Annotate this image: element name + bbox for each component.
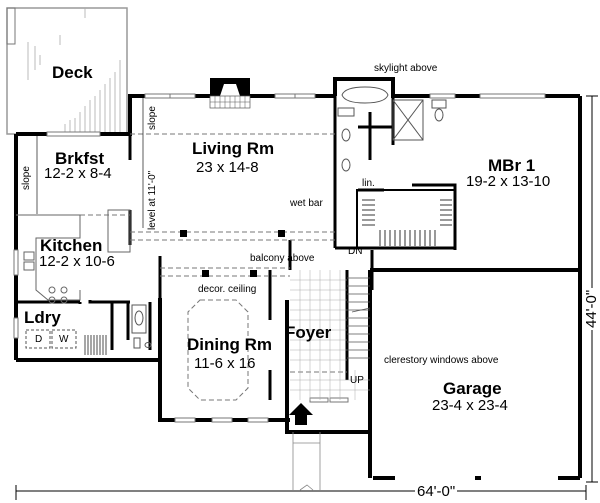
note-balcony: balcony above xyxy=(250,253,315,264)
powder-room xyxy=(84,304,152,355)
laundry-appliances xyxy=(25,329,77,349)
room-label-living: Living Rm xyxy=(192,139,275,158)
exterior-walls xyxy=(14,77,582,478)
fireplace xyxy=(209,78,251,109)
stairs xyxy=(347,277,371,359)
room-dims-mbr1: 19-2 x 13-10 xyxy=(466,173,551,190)
room-label-foyer: Foyer xyxy=(285,323,332,342)
note-stairs-down: DN xyxy=(348,246,363,257)
room-label-deck: Deck xyxy=(52,63,93,82)
foyer-tile xyxy=(290,270,370,400)
room-label-ldry: Ldry xyxy=(24,308,61,327)
overall-depth: 44'-0" xyxy=(583,287,600,330)
room-label-dining: Dining Rm xyxy=(187,335,272,354)
room-label-mbr1: MBr 1 xyxy=(488,156,536,175)
overall-width: 64'-0" xyxy=(415,483,458,500)
room-label-kitchen: Kitchen xyxy=(40,236,103,255)
note-skylight: skylight above xyxy=(374,63,438,74)
windows xyxy=(13,93,546,423)
room-dims-garage: 23-4 x 23-4 xyxy=(432,397,508,414)
note-linen: lin. xyxy=(362,178,375,189)
entry-arrow-icon xyxy=(289,403,313,425)
dryer-label: D xyxy=(35,334,43,345)
note-clerestory: clerestory windows above xyxy=(384,355,499,366)
room-dims-kitchen: 12-2 x 10-6 xyxy=(39,253,115,270)
columns xyxy=(180,230,285,277)
room-label-garage: Garage xyxy=(443,379,502,398)
slope-arrows xyxy=(36,98,144,228)
garage-door-marks xyxy=(373,476,580,480)
kitchen-counters xyxy=(20,209,131,304)
room-dims-living: 23 x 14-8 xyxy=(196,159,259,176)
room-dims-dining: 11-6 x 16 xyxy=(194,355,256,372)
walk-in-closet xyxy=(356,189,456,249)
note-slope-left: slope xyxy=(21,166,32,190)
note-slope-living: slope xyxy=(147,106,158,130)
note-decor-ceiling: decor. ceiling xyxy=(198,284,257,295)
master-bath xyxy=(337,86,447,172)
note-level: level at 11'-0" xyxy=(147,170,158,230)
front-walk xyxy=(292,432,321,491)
washer-label: W xyxy=(59,334,69,345)
room-label-brkfst: Brkfst xyxy=(55,149,105,168)
note-wet-bar: wet bar xyxy=(290,198,323,209)
note-stairs-up: UP xyxy=(350,375,364,386)
room-dims-brkfst: 12-2 x 8-4 xyxy=(44,165,112,182)
